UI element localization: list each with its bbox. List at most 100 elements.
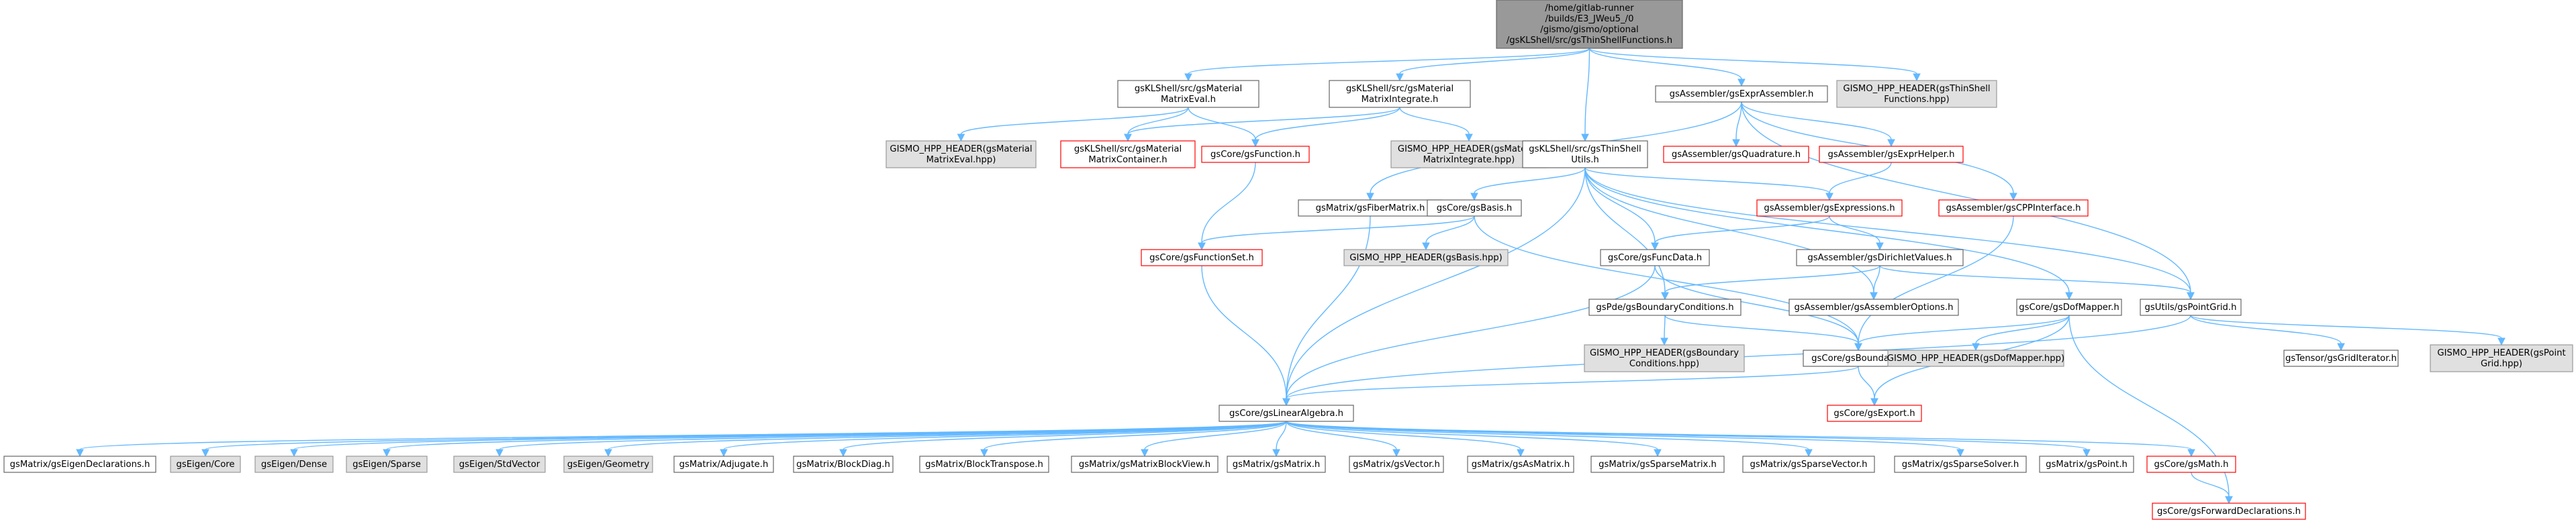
node-dofMapper[interactable]: gsCore/gsDofMapper.h [2016, 299, 2122, 316]
node-label-line: gsMatrix/BlockTranspose.h [925, 460, 1043, 470]
node-export[interactable]: gsCore/gsExport.h [1827, 405, 1922, 422]
edge-arrowhead [957, 134, 965, 142]
node-funcData[interactable]: gsCore/gsFuncData.h [1600, 249, 1710, 266]
node-asmOpts[interactable]: gsAssembler/gsAssemblerOptions.h [1788, 299, 1959, 316]
dependency-edge-fiber-linAlg [1282, 215, 1371, 407]
node-box [1071, 456, 1219, 473]
node-eDense: gsEigen/Dense [254, 456, 334, 473]
node-exprHelper[interactable]: gsAssembler/gsExprHelper.h [1819, 146, 1964, 163]
node-label-line: gsMatrix/gsSparseMatrix.h [1599, 460, 1717, 470]
node-blkView[interactable]: gsMatrix/gsMatrixBlockView.h [1071, 456, 1219, 473]
edge-arrowhead [1876, 242, 1884, 251]
edge-line [1276, 421, 1287, 450]
edge-line [608, 421, 1287, 450]
node-dirichlet[interactable]: gsAssembler/gsDirichletValues.h [1796, 249, 1964, 266]
dependency-edge-root-exprAsm [1588, 48, 1746, 87]
node-point[interactable]: gsMatrix/gsPoint.h [2039, 456, 2134, 473]
node-adj[interactable]: gsMatrix/Adjugate.h [673, 456, 774, 473]
node-blkTr[interactable]: gsMatrix/BlockTranspose.h [919, 456, 1049, 473]
node-func[interactable]: gsCore/gsFunction.h [1201, 146, 1310, 163]
dependency-edge-thinUtils-dofMapper [1584, 167, 2073, 301]
node-label-line: MatrixContainer.h [1088, 155, 1167, 165]
edge-arrowhead [1805, 449, 1813, 458]
node-linAlg[interactable]: gsCore/gsLinearAlgebra.h [1219, 405, 1354, 422]
node-label-line: gsCore/gsBoundary.h [1811, 354, 1905, 364]
node-box [1496, 0, 1683, 49]
node-spMat[interactable]: gsMatrix/gsSparseMatrix.h [1590, 456, 1725, 473]
dependency-edge-pointGrid-gridIter [2190, 315, 2345, 352]
node-gridIter[interactable]: gsTensor/gsGridIterator.h [2283, 350, 2399, 367]
edge-line [1654, 215, 1830, 244]
node-matrix[interactable]: gsMatrix/gsMatrix.h [1227, 456, 1326, 473]
edge-arrowhead [2083, 449, 2091, 458]
node-vector[interactable]: gsMatrix/gsVector.h [1349, 456, 1444, 473]
node-box [2140, 299, 2242, 316]
node-label-line: gsKLShell/src/gsMaterial [1135, 84, 1242, 94]
dependency-edge-matInt-func [1251, 107, 1400, 148]
node-label-line: gsCore/gsDofMapper.h [2019, 303, 2119, 313]
node-cpp[interactable]: gsAssembler/gsCPPInterface.h [1938, 199, 2089, 217]
node-label-line: Functions.hpp) [1884, 95, 1949, 105]
edge-arrowhead [2337, 343, 2345, 352]
node-bcs[interactable]: gsPde/gsBoundaryConditions.h [1588, 299, 1742, 316]
edge-line [1664, 265, 1880, 293]
dependency-edge-linAlg-vector [1286, 421, 1400, 458]
edge-line [1286, 421, 1397, 450]
node-eigDecl[interactable]: gsMatrix/gsEigenDeclarations.h [3, 456, 156, 473]
node-label-line: MatrixEval.hpp) [926, 155, 996, 165]
edge-arrowhead [1470, 193, 1478, 201]
edge-line [1664, 315, 1666, 339]
node-hppMatEval: GISMO_HPP_HEADER(gsMaterialMatrixEval.hp… [886, 140, 1037, 168]
node-box [2016, 299, 2122, 316]
node-label-line: gsCore/gsBasis.h [1437, 203, 1513, 213]
node-matCont[interactable]: gsKLShell/src/gsMaterialMatrixContainer.… [1060, 140, 1196, 168]
node-funcSet[interactable]: gsCore/gsFunctionSet.h [1141, 249, 1263, 266]
node-fwd[interactable]: gsCore/gsForwardDeclarations.h [2152, 503, 2306, 520]
dependency-edge-bcs-hppBC [1660, 315, 1668, 346]
node-box [1227, 456, 1326, 473]
node-fiber[interactable]: gsMatrix/gsFiberMatrix.h [1298, 199, 1443, 217]
node-asMat[interactable]: gsMatrix/gsAsMatrix.h [1467, 456, 1574, 473]
node-exprs[interactable]: gsAssembler/gsExpressions.h [1756, 199, 1903, 217]
node-exprAsm[interactable]: gsAssembler/gsExprAssembler.h [1655, 85, 1828, 103]
node-pointGrid[interactable]: gsUtils/gsPointGrid.h [2140, 299, 2242, 316]
node-label-line: gsMatrix/gsMatrixBlockView.h [1079, 460, 1210, 470]
edge-arrowhead [1366, 193, 1374, 201]
node-label-line: gsAssembler/gsExprHelper.h [1827, 150, 1954, 160]
dependency-edge-basis-funcSet [1198, 215, 1475, 251]
node-spVec[interactable]: gsMatrix/gsSparseVector.h [1742, 456, 1875, 473]
node-box [2430, 344, 2573, 372]
edge-line [1829, 162, 1892, 194]
edge-arrowhead [2065, 292, 2073, 301]
dependency-edge-linAlg-eCore [201, 421, 1287, 458]
node-box [1938, 199, 2089, 217]
node-math[interactable]: gsCore/gsMath.h [2146, 456, 2236, 473]
node-box [346, 456, 428, 473]
node-label-line: gsUtils/gsPointGrid.h [2145, 303, 2237, 313]
edge-arrowhead [2187, 449, 2195, 458]
node-basis[interactable]: gsCore/gsBasis.h [1427, 199, 1522, 217]
node-eSparse: gsEigen/Sparse [346, 456, 428, 473]
edge-line [1286, 366, 1859, 399]
node-label-line: gsEigen/Sparse [352, 460, 421, 470]
node-spSolver[interactable]: gsMatrix/gsSparseSolver.h [1894, 456, 2027, 473]
edge-line [1829, 215, 1880, 244]
node-label-line: gsKLShell/src/gsMaterial [1346, 84, 1453, 94]
node-label-line: gsAssembler/gsExprAssembler.h [1670, 89, 1814, 99]
dependency-edge-exprs-dirichlet [1829, 215, 1884, 251]
dependency-edge-linAlg-math [1286, 421, 2195, 458]
node-blkDiag[interactable]: gsMatrix/BlockDiag.h [793, 456, 894, 473]
node-quad[interactable]: gsAssembler/gsQuadrature.h [1663, 146, 1809, 163]
edge-arrowhead [1956, 449, 1964, 458]
dependency-edge-dofMapper-boundary [1854, 315, 2070, 352]
node-label-line: gsAssembler/gsExpressions.h [1764, 203, 1895, 213]
dependency-edge-dirichlet-pointGrid [1879, 265, 2195, 301]
edge-arrowhead [290, 449, 298, 458]
dependency-edge-linAlg-blkDiag [839, 421, 1287, 458]
edge-arrowhead [1737, 78, 1746, 87]
node-matInt[interactable]: gsKLShell/src/gsMaterialMatrixIntegrate.… [1329, 80, 1471, 108]
edge-arrowhead [1396, 73, 1404, 82]
node-label-line: GISMO_HPP_HEADER(gsMaterial [1398, 144, 1540, 154]
